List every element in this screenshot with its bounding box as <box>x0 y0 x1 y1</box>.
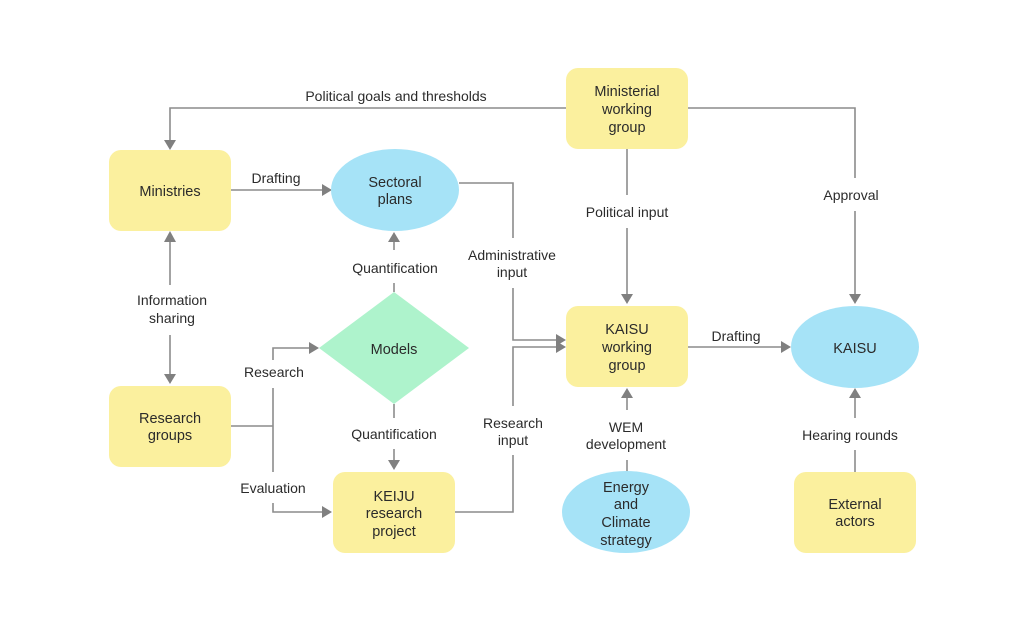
node-label: Ministerial <box>594 84 659 100</box>
node-ministerial-working-group[interactable]: Ministerial working group <box>566 68 688 149</box>
edge-administrative-input-top <box>459 182 514 238</box>
node-label: Sectoral <box>368 175 421 191</box>
edge-label-drafting-kaisu: Drafting <box>711 328 760 344</box>
edge-label-wem-development: WEM <box>609 419 643 435</box>
arrowhead-evaluation <box>322 506 332 518</box>
node-keiju-research-project[interactable]: KEIJU research project <box>333 472 455 553</box>
edge-label-research-input: Research <box>483 415 543 431</box>
node-label: External <box>828 497 881 513</box>
arrowhead-research <box>309 342 319 354</box>
node-external-actors[interactable]: External actors <box>794 472 916 553</box>
node-label: Ministries <box>139 184 200 200</box>
node-label: plans <box>378 192 413 208</box>
edge-research-top <box>272 347 310 360</box>
arrowhead-political-input <box>621 294 633 304</box>
edge-research-input-bottom <box>455 455 514 513</box>
edge-label-political-goals: Political goals and thresholds <box>305 88 486 104</box>
arrowhead-political-goals <box>164 140 176 150</box>
edge-label-research-input: input <box>498 432 528 448</box>
edge-label-approval: Approval <box>823 187 878 203</box>
node-label: actors <box>835 514 875 530</box>
node-label: working <box>601 102 652 118</box>
node-label: KEIJU <box>373 489 414 505</box>
node-research-groups[interactable]: Research groups <box>109 386 231 467</box>
node-label: Models <box>371 342 418 358</box>
node-label: groups <box>148 428 192 444</box>
arrowhead-information-sharing-up <box>164 231 176 242</box>
edge-label-political-input: Political input <box>586 204 669 220</box>
arrowhead-drafting-kaisu <box>781 341 791 353</box>
edge-label-quantification-down: Quantification <box>351 426 437 442</box>
node-kaisu-working-group[interactable]: KAISU working group <box>566 306 688 387</box>
edge-research-input-top <box>512 346 556 406</box>
node-energy-climate-strategy[interactable]: Energy and Climate strategy <box>562 471 690 553</box>
node-label: group <box>608 358 645 374</box>
node-label: project <box>372 524 416 540</box>
arrowhead-wem <box>621 388 633 398</box>
node-label: strategy <box>600 533 652 549</box>
edge-label-information-sharing: sharing <box>149 310 195 326</box>
node-label: Climate <box>601 515 650 531</box>
edge-label-quantification-up: Quantification <box>352 260 438 276</box>
arrowhead-research-input <box>556 341 566 353</box>
edge-label-drafting-plans: Drafting <box>251 170 300 186</box>
edge-political-goals <box>169 107 566 140</box>
arrowhead-drafting-plans <box>322 184 332 196</box>
arrowhead-information-sharing-down <box>164 374 176 384</box>
edge-label-administrative-input: input <box>497 264 527 280</box>
node-label: group <box>608 120 645 136</box>
arrowhead-quantification-up <box>388 232 400 242</box>
node-label: KAISU <box>833 341 877 357</box>
node-label: Research <box>139 411 201 427</box>
node-label: Energy <box>603 480 650 496</box>
arrowhead-quantification-down <box>388 460 400 470</box>
node-label: KAISU <box>605 322 649 338</box>
node-ministries[interactable]: Ministries <box>109 150 231 231</box>
node-sectoral-plans[interactable]: Sectoral plans <box>331 149 459 231</box>
edge-label-information-sharing: Information <box>137 292 207 308</box>
node-models[interactable]: Models <box>319 292 469 404</box>
edge-evaluation-bottom <box>272 503 322 513</box>
nodes: Ministries Sectoral plans Ministerial wo… <box>109 68 919 553</box>
arrowhead-approval <box>849 294 861 304</box>
node-label: research <box>366 506 422 522</box>
edge-label-wem-development: development <box>586 436 666 452</box>
edge-label-administrative-input: Administrative <box>468 247 556 263</box>
node-label: and <box>614 497 638 513</box>
edge-administrative-input-bottom <box>512 288 556 341</box>
edge-label-hearing-rounds: Hearing rounds <box>802 427 898 443</box>
edge-approval-top <box>688 107 856 178</box>
arrowhead-hearing <box>849 388 861 398</box>
edges <box>164 107 861 518</box>
edge-labels: Political goals and thresholds Drafting … <box>137 88 898 496</box>
node-kaisu[interactable]: KAISU <box>791 306 919 388</box>
edge-label-evaluation: Evaluation <box>240 480 305 496</box>
node-label: working <box>601 340 652 356</box>
edge-label-research: Research <box>244 364 304 380</box>
